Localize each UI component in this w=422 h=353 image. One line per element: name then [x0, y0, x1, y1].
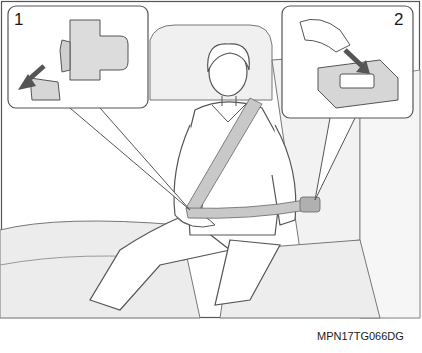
callout-number: 1: [14, 11, 23, 28]
callout-number: 2: [394, 11, 403, 28]
figure-code: MPN17TG066DG: [317, 331, 404, 342]
